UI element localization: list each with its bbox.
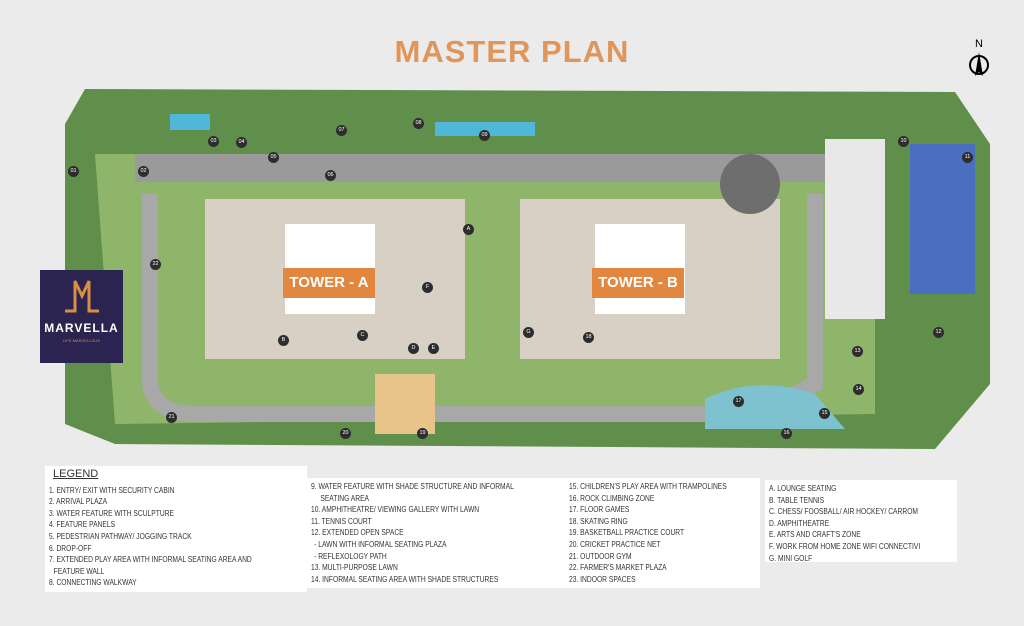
marker: 16 [781, 428, 792, 439]
page-title: MASTER PLAN [394, 34, 630, 69]
marker: F [422, 282, 433, 293]
logo-name: MARVELLA [44, 321, 119, 335]
marker: E [428, 343, 439, 354]
north-arrow-icon: N [964, 38, 994, 82]
site-plan [65, 89, 990, 449]
legend-column-2: 9. WATER FEATURE WITH SHADE STRUCTURE AN… [307, 478, 565, 588]
legend-item: 6. DROP-OFF [49, 542, 92, 553]
legend-item: 17. FLOOR GAMES [569, 504, 630, 515]
legend-item: 19. BASKETBALL PRACTICE COURT [569, 527, 685, 538]
legend-item: C. CHESS/ FOOSBALL/ AIR HOCKEY/ CARROM [769, 506, 918, 517]
legend-item: B. TABLE TENNIS [769, 494, 825, 505]
legend-item: 5. PEDESTRIAN PATHWAY/ JOGGING TRACK [49, 530, 192, 541]
logo-tagline: LIFE MARVELLOUS [63, 338, 100, 343]
marker: 13 [852, 346, 863, 357]
legend-item: 10. AMPHITHEATRE/ VIEWING GALLERY WITH L… [311, 504, 480, 515]
legend-item: 23. INDOOR SPACES [569, 573, 636, 584]
marker: 08 [413, 118, 424, 129]
marker: 17 [733, 396, 744, 407]
marker: 21 [166, 412, 177, 423]
marker: A [463, 224, 474, 235]
marker: G [523, 327, 534, 338]
legend-item: 12. EXTENDED OPEN SPACE [311, 527, 404, 538]
north-label: N [975, 38, 983, 50]
marker: 11 [962, 152, 973, 163]
legend-column-3: 15. CHILDREN'S PLAY AREA WITH TRAMPOLINE… [565, 478, 760, 588]
marker: 10 [898, 136, 909, 147]
marvella-logo: MARVELLA LIFE MARVELLOUS [40, 270, 123, 363]
marker: 02 [138, 166, 149, 177]
marker: 12 [933, 327, 944, 338]
legend-item: 7. EXTENDED PLAY AREA WITH INFORMAL SEAT… [49, 554, 252, 565]
marker: 04 [236, 137, 247, 148]
legend-item: 18. SKATING RING [569, 515, 628, 526]
marker: 05 [268, 152, 279, 163]
legend-item: E. ARTS AND CRAFT'S ZONE [769, 529, 861, 540]
legend-item: FEATURE WALL [53, 565, 105, 576]
legend-item: 16. ROCK CLIMBING ZONE [569, 492, 655, 503]
marker: 20 [340, 428, 351, 439]
marker: 18 [583, 332, 594, 343]
tower-b-label: TOWER - B [592, 268, 684, 298]
legend-item: - REFLEXOLOGY PATH [314, 550, 387, 561]
legend-item: 8. CONNECTING WALKWAY [49, 577, 137, 588]
marker: 06 [325, 170, 336, 181]
legend-item: 3. WATER FEATURE WITH SCULPTURE [49, 507, 175, 518]
legend-item: F. WORK FROM HOME ZONE WIFI CONNECTIVI [769, 540, 921, 551]
marker: 19 [417, 428, 428, 439]
legend-item: 2. ARRIVAL PLAZA [49, 496, 108, 507]
marker: 07 [336, 125, 347, 136]
legend-item: SEATING AREA [320, 492, 370, 503]
legend-title: LEGEND [53, 468, 99, 480]
legend-item: 14. INFORMAL SEATING AREA WITH SHADE STR… [311, 573, 499, 584]
legend-item: 1. ENTRY/ EXIT WITH SECURITY CABIN [49, 484, 175, 495]
legend-column-1: LEGEND 1. ENTRY/ EXIT WITH SECURITY CABI… [45, 466, 307, 592]
marker: 01 [68, 166, 79, 177]
marker: 15 [819, 408, 830, 419]
marker: 14 [853, 384, 864, 395]
legend-item: 9. WATER FEATURE WITH SHADE STRUCTURE AN… [311, 481, 514, 491]
legend-item: 22. FARMER'S MARKET PLAZA [569, 562, 667, 573]
marker: B [278, 335, 289, 346]
marker: 03 [208, 136, 219, 147]
legend-item: D. AMPHITHEATRE [769, 517, 830, 528]
legend-column-4: A. LOUNGE SEATING B. TABLE TENNIS C. CHE… [765, 480, 957, 562]
legend-item: 20. CRICKET PRACTICE NET [569, 538, 661, 549]
marker: D [408, 343, 419, 354]
tower-a-label: TOWER - A [283, 268, 375, 298]
legend-item: A. LOUNGE SEATING [769, 483, 837, 493]
legend-item: - LAWN WITH INFORMAL SEATING PLAZA [314, 538, 447, 549]
legend-item: 15. CHILDREN'S PLAY AREA WITH TRAMPOLINE… [569, 481, 727, 491]
legend-item: 13. MULTI-PURPOSE LAWN [311, 562, 398, 573]
marker: 22 [150, 259, 161, 270]
legend-item: 21. OUTDOOR GYM [569, 550, 632, 561]
legend-item: 4. FEATURE PANELS [49, 519, 116, 530]
legend-item: G. MINI GOLF [769, 552, 813, 562]
marker: C [357, 330, 368, 341]
marker: 09 [479, 130, 490, 141]
legend-item: 11. TENNIS COURT [311, 515, 372, 526]
